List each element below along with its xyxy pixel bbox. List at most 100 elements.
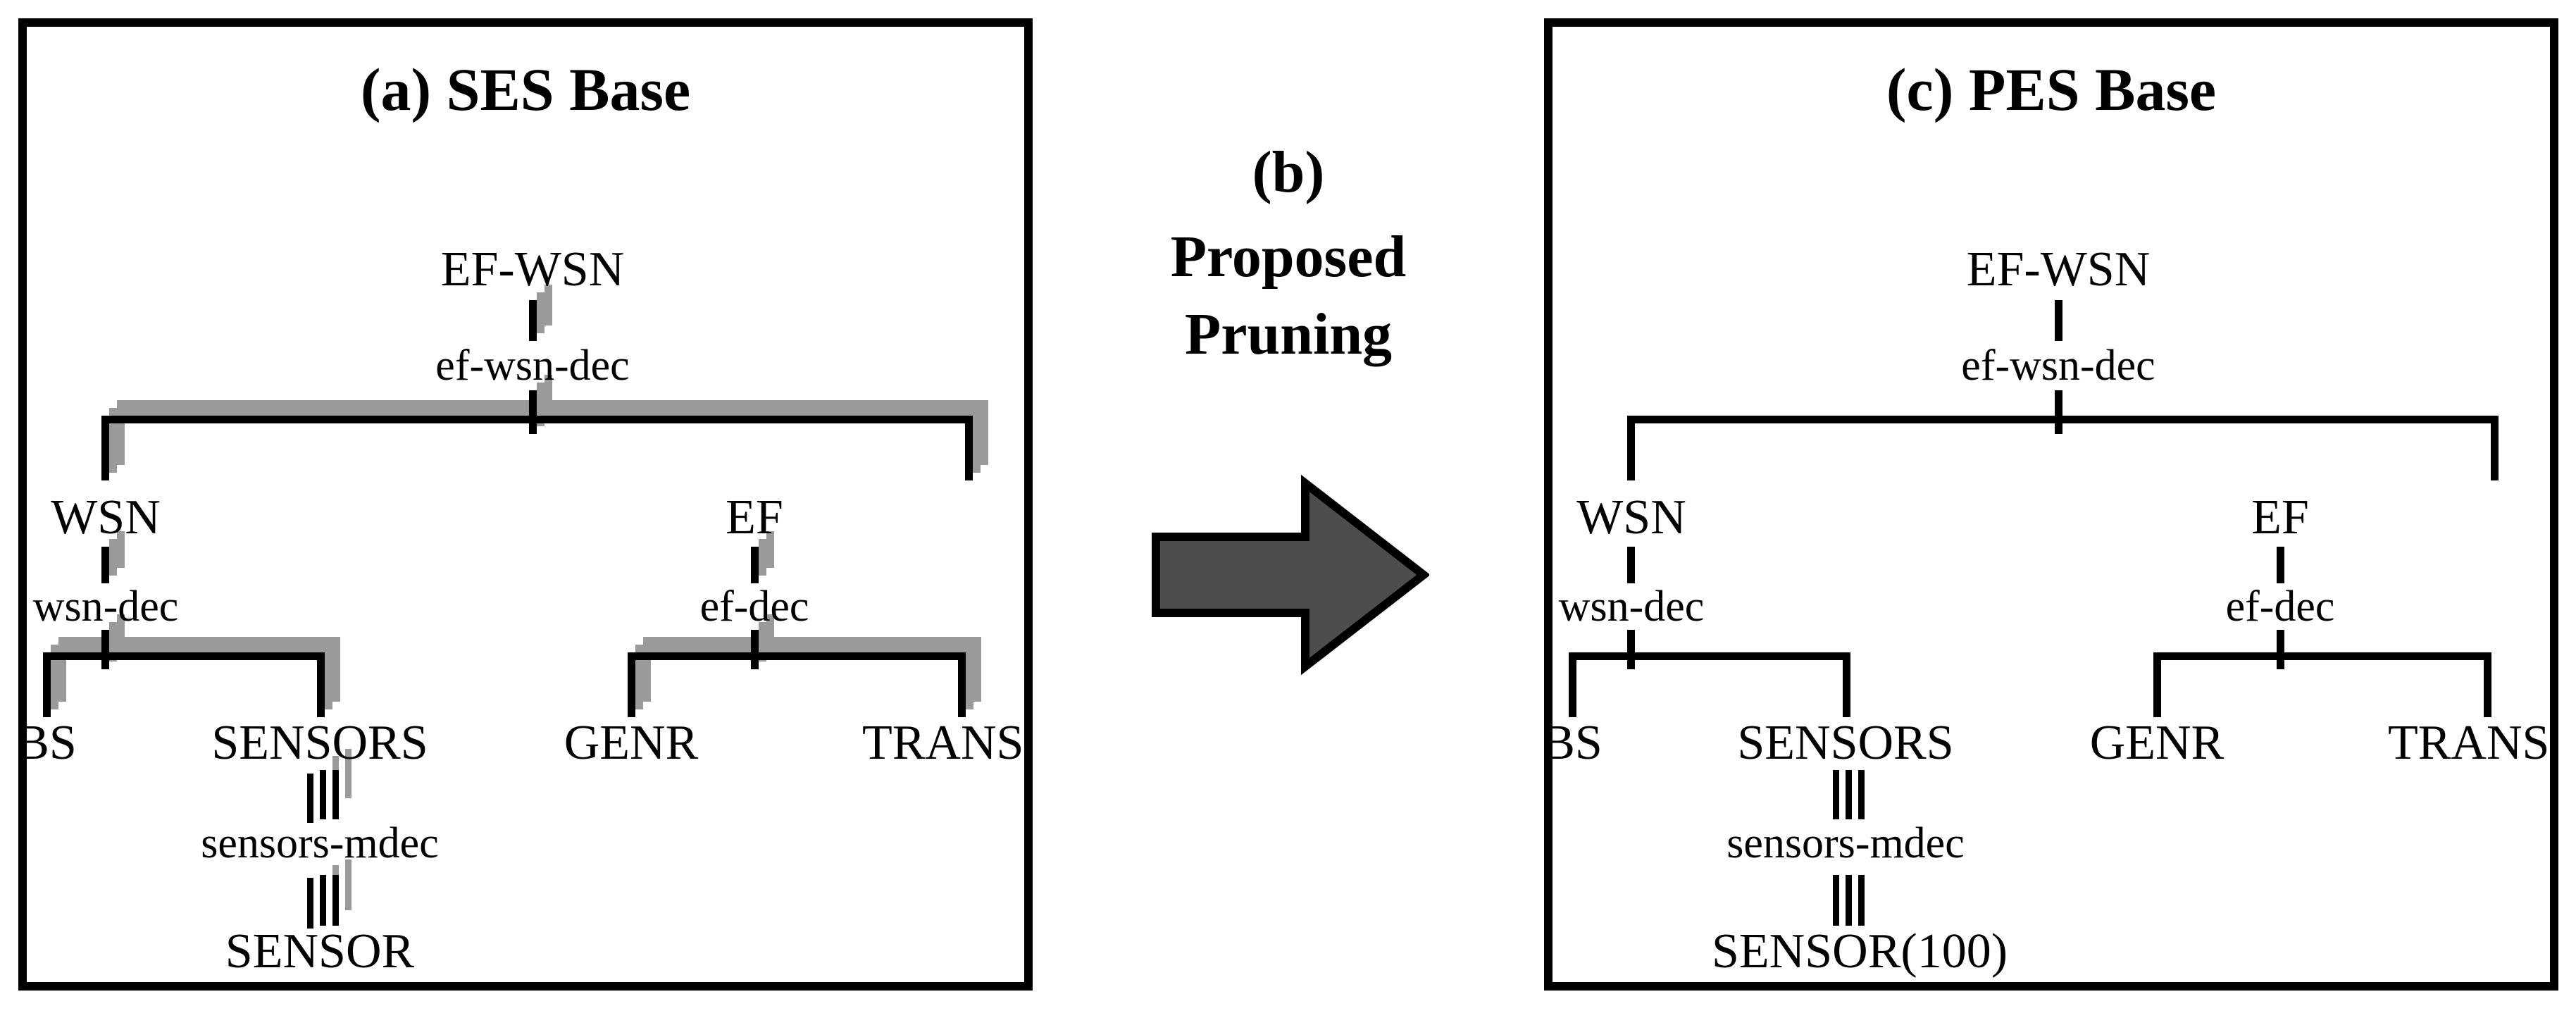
node-ef-wsn-dec: ef-wsn-dec [435, 342, 630, 390]
shadow-line [109, 539, 117, 576]
edge-bus-drop-wsn [101, 416, 109, 480]
shadow-line [58, 637, 340, 645]
shadow-line [345, 859, 351, 910]
multiplicity-bar [307, 878, 313, 929]
multiplicity-bar [320, 875, 326, 926]
node-sensor: SENSOR(100) [1711, 924, 2008, 979]
shadow-line [58, 637, 66, 702]
edge-ef-leaf-bus [628, 652, 966, 660]
panel-ses-base: (a) SES Base [18, 18, 1033, 991]
edge-bus-drop-wsn [1627, 416, 1635, 480]
shadow-line [545, 285, 552, 325]
edge-drop-sensors [317, 652, 325, 717]
pruning-label-line1: Proposed [1170, 224, 1407, 290]
edge-ef-to-dec [751, 547, 759, 583]
edge-wsndec-to-bus [101, 630, 109, 669]
shadow-line [537, 292, 545, 333]
edge-drop-bs [1569, 652, 1576, 717]
edge-bus-drop-ef [2491, 416, 2499, 480]
edge-bus-drop-ef [965, 416, 973, 480]
shadow-line [973, 408, 981, 473]
node-wsn-dec: wsn-dec [32, 583, 179, 631]
multiplicity-bar [1846, 875, 1852, 926]
node-wsn-dec: wsn-dec [1558, 583, 1705, 631]
shadow-line [117, 614, 125, 654]
shadow-line [537, 408, 981, 416]
edge-bus-left [1627, 416, 2071, 423]
panel-ses-base-title: (a) SES Base [360, 56, 691, 123]
shadow-line [643, 637, 651, 702]
shadow-line [981, 400, 988, 465]
shadow-line [109, 622, 117, 662]
node-ef-dec: ef-dec [2225, 583, 2335, 631]
multiplicity-bar [332, 770, 339, 819]
edge-wsndec-to-bus [1627, 630, 1635, 669]
edge-wsn-leaf-bus [43, 652, 325, 660]
node-genr: GENR [2089, 716, 2225, 770]
node-bs: BS [1553, 716, 1603, 770]
pruning-transition-block: (b) Proposed Pruning [1033, 18, 1544, 991]
multiplicity-bar [320, 770, 326, 819]
edge-drop-transd [958, 652, 966, 717]
edge-wsn-to-dec [1627, 547, 1635, 583]
node-ef-wsn: EF-WSN [1966, 242, 2151, 297]
edge-drop-bs [43, 652, 51, 717]
edge-dec-to-bus [2055, 390, 2062, 434]
shadow-line [635, 645, 973, 652]
edge-drop-genr [628, 652, 635, 717]
edge-drop-sensors [1843, 652, 1850, 717]
multiplicity-bar [1858, 875, 1865, 926]
shadow-line [635, 645, 643, 709]
multiplicity-bar [1833, 770, 1839, 819]
shadow-line [51, 645, 58, 709]
edge-efdec-to-bus [2277, 630, 2284, 669]
edge-root-to-dec [529, 300, 537, 341]
multiplicity-bar [332, 875, 339, 926]
node-ef: EF [726, 490, 783, 545]
shadow-line [759, 539, 766, 576]
stack-shadow-layer-2 [27, 27, 1024, 982]
shadow-line [345, 749, 351, 798]
shadow-line [537, 383, 545, 426]
edge-ef-to-dec [2277, 547, 2284, 583]
edge-bus-right [2055, 416, 2499, 423]
shadow-line [966, 645, 973, 709]
shadow-line [117, 531, 125, 568]
node-sensors: SENSORS [1737, 716, 1954, 770]
node-sensor: SENSOR [225, 924, 415, 979]
edge-bus-left [101, 416, 545, 423]
multiplicity-bar [1858, 770, 1865, 819]
node-ef-wsn-dec: ef-wsn-dec [1961, 342, 2155, 390]
node-transd: TRANSD [2387, 716, 2550, 770]
edge-bus-right [529, 416, 973, 423]
shadow-line [117, 400, 561, 408]
node-ef-wsn: EF-WSN [440, 242, 625, 297]
multiplicity-bar [1833, 875, 1839, 926]
shadow-line [109, 408, 553, 416]
shadow-line [973, 637, 981, 702]
edge-root-to-dec [2055, 300, 2062, 341]
panel-pes-base: (c) PES Base [1544, 18, 2558, 991]
panel-pes-base-title: (c) PES Base [1886, 56, 2217, 123]
shadow-line [109, 408, 117, 473]
shadow-line [759, 622, 766, 662]
shadow-line [51, 645, 332, 652]
shadow-line [332, 637, 340, 702]
node-genr: GENR [564, 716, 699, 770]
node-sensors-mdec: sensors-mdec [1726, 819, 1965, 867]
multiplicity-bar [1846, 770, 1852, 819]
node-bs: BS [27, 716, 77, 770]
edge-drop-transd [2484, 652, 2491, 717]
edge-wsn-leaf-bus [1569, 652, 1850, 660]
panel-pes-base-content: (c) PES Base [1553, 27, 2550, 982]
multiplicity-bar [307, 774, 313, 823]
node-transd: TRANSD [861, 716, 1024, 770]
edge-wsn-to-dec [101, 547, 109, 583]
node-ef: EF [2251, 490, 2309, 545]
node-sensors-mdec: sensors-mdec [201, 819, 439, 867]
shadow-line [766, 531, 774, 568]
shadow-line [545, 400, 988, 408]
edge-ef-leaf-bus [2153, 652, 2491, 660]
shadow-line [325, 645, 332, 709]
